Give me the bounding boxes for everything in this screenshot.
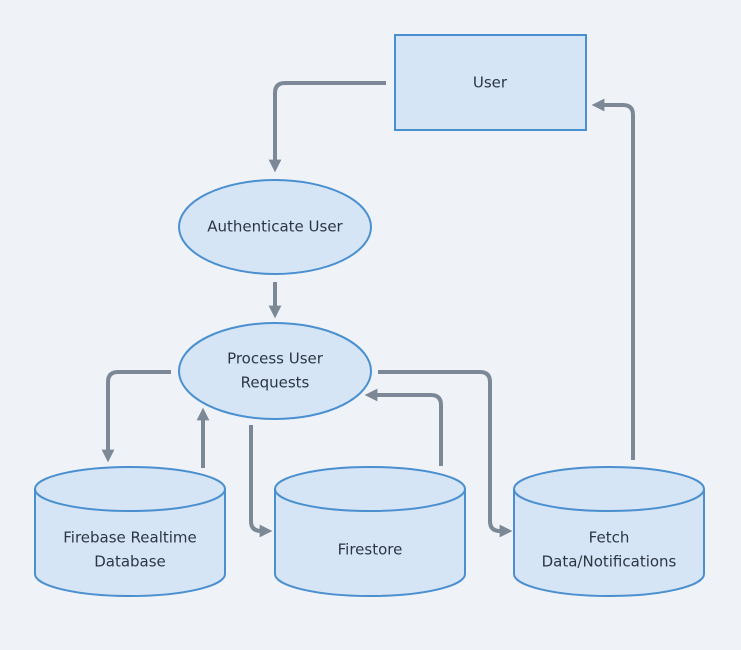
fetch-label-line2: Data/Notifications [542, 553, 677, 571]
edge-fetch-to-user [591, 98, 635, 460]
fetch-cylinder-body [513, 489, 705, 597]
edge-firestore-to-process [364, 388, 443, 466]
realtime-db-label-line2: Database [94, 553, 166, 571]
authenticate-user-label: Authenticate User [207, 218, 343, 236]
node-user: User [394, 34, 587, 131]
edge-process-to-fetch [378, 370, 513, 538]
fetch-cylinder-top [513, 466, 705, 512]
edge-process-to-firestore [249, 425, 273, 538]
user-box [394, 34, 587, 131]
process-user-requests-label-line1: Process User [227, 350, 324, 368]
firestore-cylinder-top [274, 466, 466, 512]
node-authenticate-user: Authenticate User [178, 179, 372, 275]
fetch-label-line1: Fetch [589, 529, 630, 547]
user-label: User [473, 74, 508, 92]
process-user-requests-ellipse [178, 322, 372, 420]
node-fetch-data-notifications: Fetch Data/Notifications [513, 466, 705, 597]
realtime-db-label-line1: Firebase Realtime [63, 529, 197, 547]
node-firebase-realtime-database: Firebase Realtime Database [34, 466, 226, 597]
firestore-cylinder-body [274, 489, 466, 597]
node-firestore: Firestore [274, 466, 466, 597]
edge-process-to-realtime-db [101, 370, 171, 463]
authenticate-user-ellipse [178, 179, 372, 275]
process-user-requests-label-line2: Requests [241, 374, 310, 392]
node-process-user-requests: Process User Requests [178, 322, 372, 420]
firestore-label: Firestore [338, 541, 403, 559]
realtime-db-cylinder-top [34, 466, 226, 512]
edge-user-to-authenticate [268, 81, 386, 173]
realtime-db-cylinder-body [34, 489, 226, 597]
